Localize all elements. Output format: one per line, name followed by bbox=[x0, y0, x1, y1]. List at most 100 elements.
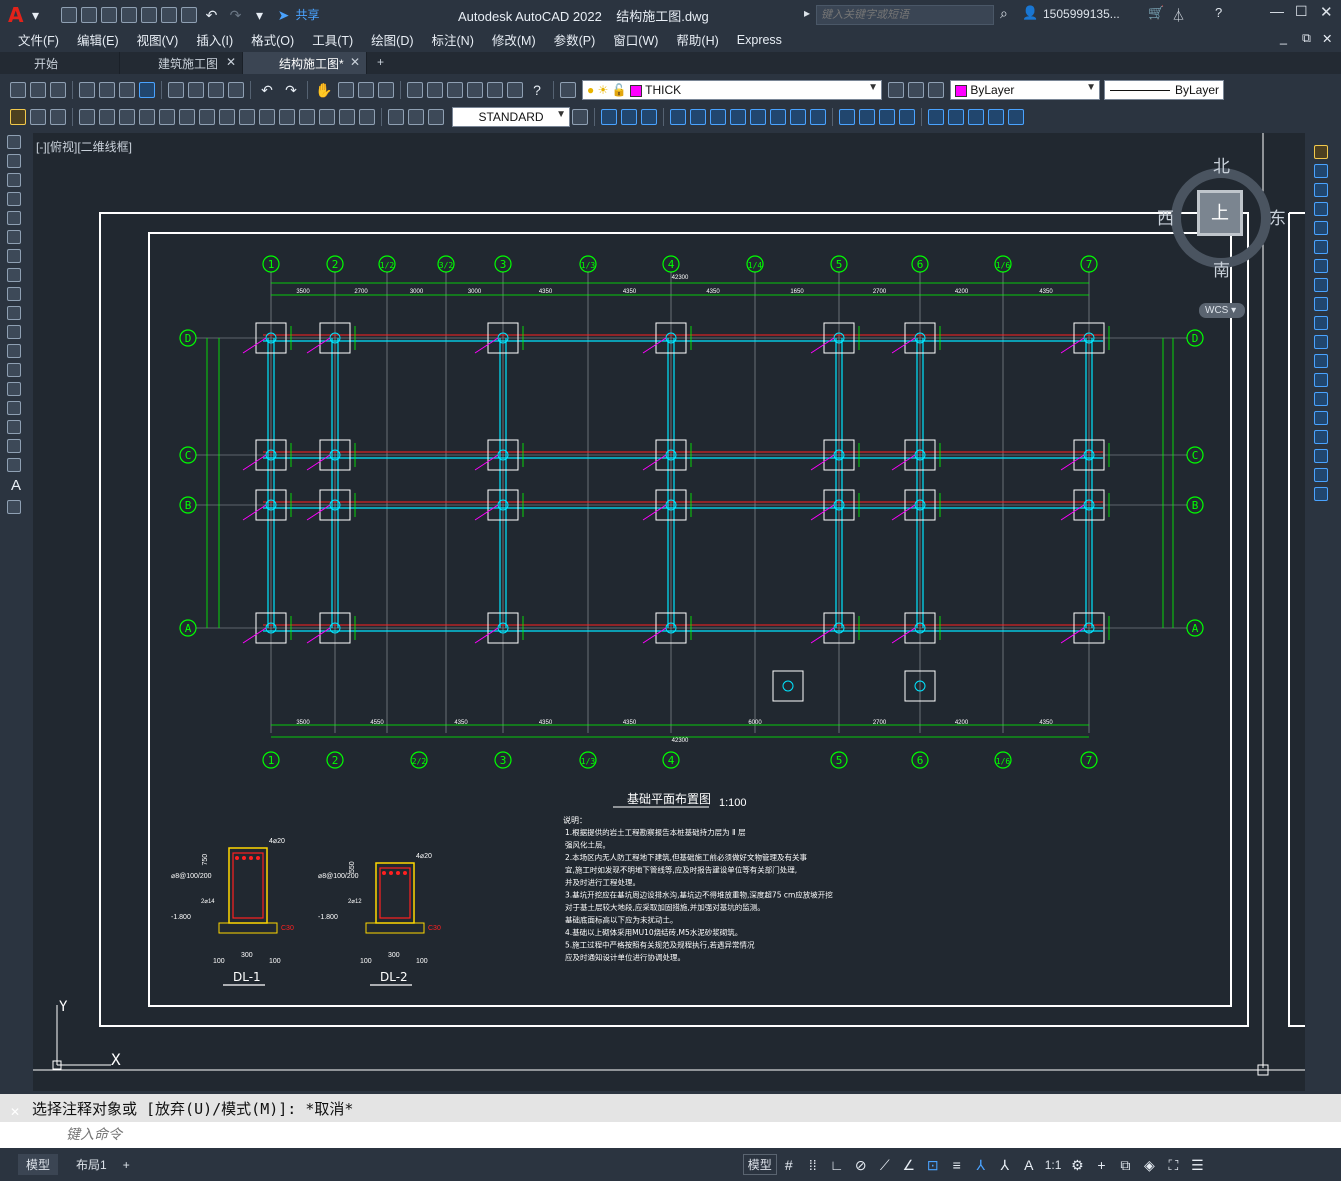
close-icon[interactable]: ✕ bbox=[1320, 4, 1333, 21]
layer-manager-icon[interactable] bbox=[560, 82, 576, 98]
menu-view[interactable]: 视图(V) bbox=[136, 34, 179, 48]
plus-icon[interactable]: + bbox=[1097, 1156, 1106, 1173]
add-layout-button[interactable]: + bbox=[122, 1157, 130, 1172]
redo-icon[interactable]: ↷ bbox=[229, 6, 242, 23]
workspace-gear-icon[interactable]: ⚙ bbox=[1071, 1156, 1084, 1173]
calculator-icon[interactable] bbox=[507, 82, 523, 98]
customize-quick-access-icon[interactable]: ▾ bbox=[255, 6, 263, 23]
command-input[interactable] bbox=[66, 1126, 666, 1142]
lineweight-icon[interactable]: ≡ bbox=[952, 1156, 961, 1173]
doc-minimize-icon[interactable]: _ bbox=[1280, 31, 1287, 45]
fillet-icon[interactable] bbox=[1314, 449, 1328, 463]
dim-arc-icon[interactable] bbox=[79, 109, 95, 125]
dim-baseline-icon[interactable] bbox=[219, 109, 235, 125]
zoom-previous-icon[interactable] bbox=[378, 82, 394, 98]
cmd-close-icon[interactable]: ✕ bbox=[10, 1105, 21, 1119]
grid-icon[interactable]: # bbox=[784, 1156, 793, 1173]
inspection-icon[interactable] bbox=[339, 109, 355, 125]
viewcube[interactable]: 上 北 南 西 东 bbox=[1157, 157, 1286, 280]
extend-icon[interactable] bbox=[1314, 354, 1328, 368]
explode-icon[interactable] bbox=[1314, 487, 1328, 501]
dim-text-edit-icon[interactable] bbox=[408, 109, 424, 125]
zoom-window-icon[interactable] bbox=[358, 82, 374, 98]
menu-modify[interactable]: 修改(M) bbox=[491, 34, 536, 48]
search-icon[interactable]: ⌕ bbox=[1000, 5, 1008, 21]
copy-icon[interactable] bbox=[188, 82, 204, 98]
break-icon[interactable] bbox=[839, 109, 855, 125]
dim-jogged-icon[interactable] bbox=[139, 109, 155, 125]
compass-south[interactable]: 南 bbox=[1213, 261, 1230, 280]
layer-previous-icon[interactable] bbox=[908, 82, 924, 98]
menu-express[interactable]: Express bbox=[736, 32, 782, 47]
line-icon[interactable] bbox=[7, 135, 21, 149]
add-selected-icon[interactable] bbox=[7, 500, 21, 514]
paste-icon[interactable] bbox=[208, 82, 224, 98]
chevron-down-icon[interactable]: ▼ bbox=[1086, 82, 1096, 93]
revcloud-icon[interactable] bbox=[7, 268, 21, 282]
center-mark-icon[interactable] bbox=[319, 109, 335, 125]
compass-east[interactable]: 东 bbox=[1269, 209, 1286, 228]
lock-icon[interactable]: 🔓 bbox=[611, 83, 627, 97]
extend-icon[interactable] bbox=[810, 109, 826, 125]
scale-icon[interactable] bbox=[1314, 297, 1328, 311]
stretch-icon[interactable] bbox=[1314, 316, 1328, 330]
clean-screen-icon[interactable]: ⛶ bbox=[1168, 1156, 1179, 1173]
tool-palettes-icon[interactable] bbox=[447, 82, 463, 98]
move-icon[interactable] bbox=[1314, 259, 1328, 273]
properties-icon[interactable] bbox=[407, 82, 423, 98]
save-icon[interactable] bbox=[50, 82, 66, 98]
viewcube-top-face[interactable]: 上 bbox=[1197, 190, 1243, 236]
isolate-icon[interactable]: ⧉ bbox=[1120, 1156, 1131, 1173]
mirror-icon[interactable] bbox=[641, 109, 657, 125]
trim-icon[interactable] bbox=[790, 109, 806, 125]
trim-icon[interactable] bbox=[1314, 335, 1328, 349]
qdim2-icon[interactable] bbox=[199, 109, 215, 125]
pedit-icon[interactable] bbox=[1008, 109, 1024, 125]
open-web-icon[interactable] bbox=[141, 6, 158, 23]
cut-icon[interactable] bbox=[168, 82, 184, 98]
color-dropdown[interactable]: ByLayer ▼ bbox=[950, 80, 1100, 100]
rotate-icon[interactable] bbox=[1314, 278, 1328, 292]
gradient-icon[interactable] bbox=[7, 420, 21, 434]
search-arrow-icon[interactable]: ▸ bbox=[804, 6, 811, 20]
dim-edit-icon[interactable] bbox=[388, 109, 404, 125]
save-as-icon[interactable] bbox=[121, 6, 138, 23]
offset-icon[interactable] bbox=[670, 109, 686, 125]
search-input[interactable] bbox=[816, 5, 994, 25]
dim-radius-icon[interactable] bbox=[119, 109, 135, 125]
doc-restore-icon[interactable]: ⧉ bbox=[1302, 31, 1311, 45]
ellipse-icon[interactable] bbox=[7, 306, 21, 320]
array-icon[interactable] bbox=[1314, 240, 1328, 254]
make-block-icon[interactable] bbox=[7, 363, 21, 377]
menu-insert[interactable]: 插入(I) bbox=[196, 34, 234, 48]
design-center-icon[interactable] bbox=[427, 82, 443, 98]
chevron-down-icon[interactable]: ▼ bbox=[868, 82, 878, 93]
ortho-icon[interactable]: ∟ bbox=[829, 1156, 844, 1173]
zoom-realtime-icon[interactable] bbox=[338, 82, 354, 98]
menu-format[interactable]: 格式(O) bbox=[251, 34, 295, 48]
erase-icon[interactable] bbox=[1314, 164, 1328, 178]
explode-icon[interactable] bbox=[928, 109, 944, 125]
menu-tools[interactable]: 工具(T) bbox=[312, 34, 354, 48]
publish-icon[interactable] bbox=[119, 82, 135, 98]
menu-help[interactable]: 帮助(H) bbox=[676, 34, 719, 48]
pan-icon[interactable]: ✋ bbox=[315, 82, 333, 98]
array-icon[interactable] bbox=[690, 109, 706, 125]
autocad-logo-icon[interactable]: A bbox=[8, 2, 24, 27]
lightbulb-icon[interactable]: ● bbox=[587, 83, 595, 97]
dim-update-icon[interactable] bbox=[428, 109, 444, 125]
qdim-icon[interactable] bbox=[10, 109, 26, 125]
scale-value[interactable]: 1:1 bbox=[1044, 1157, 1062, 1172]
offset-icon[interactable] bbox=[1314, 221, 1328, 235]
save-web-icon[interactable] bbox=[161, 6, 178, 23]
undo-icon[interactable]: ↶ bbox=[261, 82, 273, 98]
region-icon[interactable] bbox=[7, 439, 21, 453]
open-icon[interactable] bbox=[30, 82, 46, 98]
help-icon[interactable]: ? bbox=[1215, 5, 1223, 20]
compass-north[interactable]: 北 bbox=[1213, 157, 1230, 176]
maximize-icon[interactable]: ☐ bbox=[1295, 3, 1308, 19]
dim-aligned-icon[interactable] bbox=[50, 109, 66, 125]
app-menu-chevron-icon[interactable]: ▾ bbox=[31, 6, 39, 23]
minimize-icon[interactable]: — bbox=[1270, 3, 1284, 19]
